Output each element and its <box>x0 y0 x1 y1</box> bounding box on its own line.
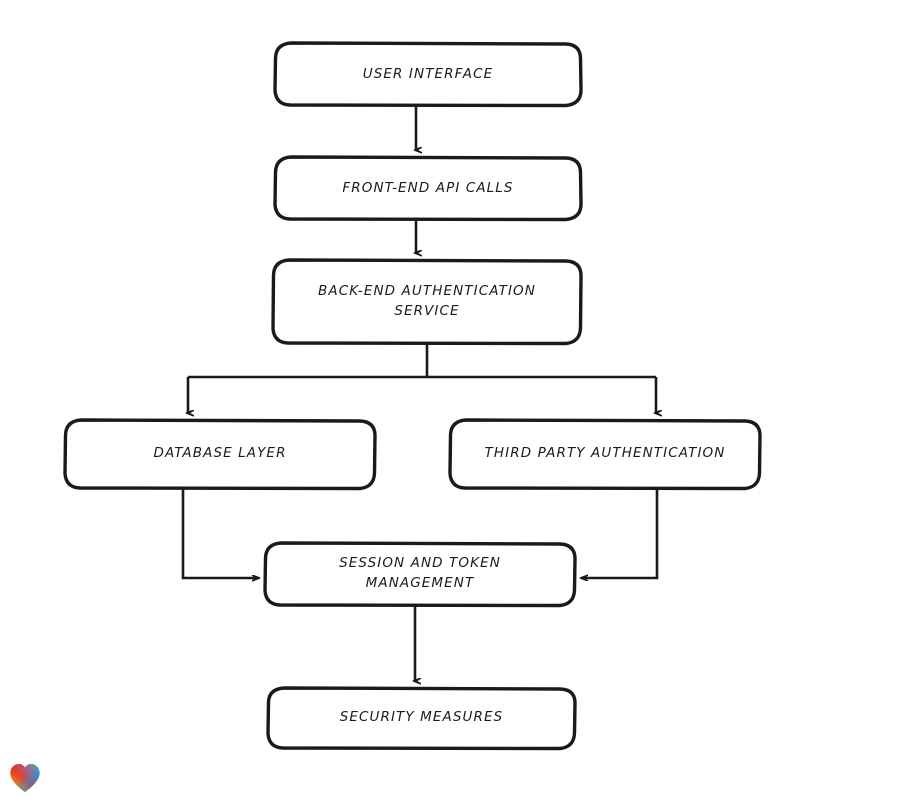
gradient-heart-icon <box>10 763 40 793</box>
edge-database-to-session <box>181 488 258 578</box>
node-database-layer[interactable] <box>63 418 377 491</box>
gradient-heart-icon-wrapper <box>8 761 42 795</box>
node-front-end-api-calls[interactable] <box>273 155 583 222</box>
node-security-measures[interactable] <box>266 686 577 751</box>
node-back-end-auth-service[interactable] <box>271 258 583 346</box>
node-session-token-mgmt[interactable] <box>263 541 577 608</box>
edge-thirdparty-to-session <box>582 488 659 578</box>
node-third-party-auth[interactable] <box>448 418 762 491</box>
node-user-interface[interactable] <box>273 41 583 108</box>
